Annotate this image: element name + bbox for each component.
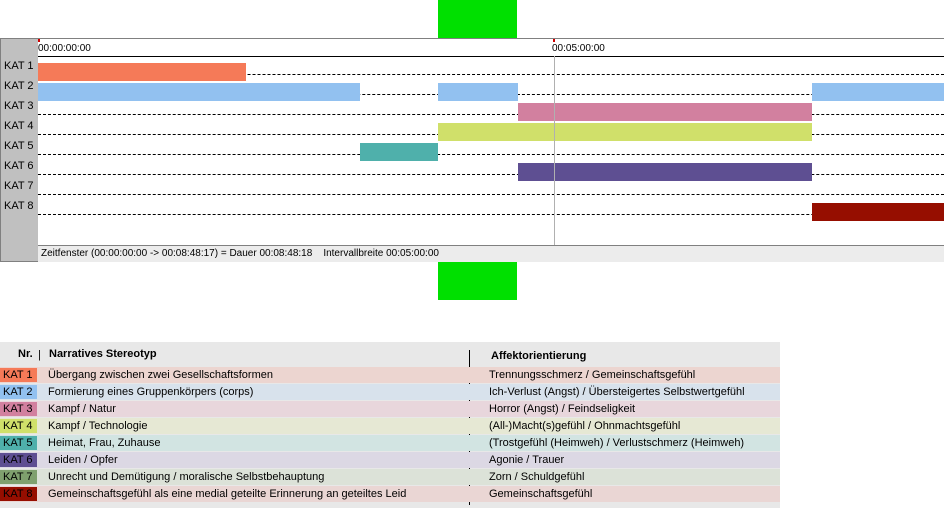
legend-row-background [0, 401, 780, 417]
segment-kat2[interactable] [811, 83, 944, 101]
lane-line-1 [38, 74, 944, 75]
tick-label-start: 00:00:00:00 [38, 43, 91, 54]
segment-kat2[interactable] [438, 83, 519, 101]
segment-kat8[interactable] [811, 203, 944, 221]
affekt-text: Agonie / Trauer [489, 454, 565, 466]
timeline-panel: 00:00:00:00 00:05:00:00 KAT 1 KAT 2 KAT 3 K… [0, 38, 944, 262]
header-nr-divider: | [38, 349, 41, 361]
header-nr: Nr. [18, 348, 33, 360]
lane-label-5: KAT 5 [4, 140, 34, 152]
header-stereotyp: Narratives Stereotyp [49, 348, 157, 360]
zeitfenster-text: Zeitfenster (00:00:00:00 -> 00:08:48:17)… [41, 248, 313, 259]
stereotyp-text: Formierung eines Gruppenkörpers (corps) [48, 386, 254, 398]
kat-swatch: KAT 5 [0, 436, 37, 450]
affekt-text: (Trostgefühl (Heimweh) / Verlustschmerz … [489, 437, 745, 449]
lane-line-6 [38, 174, 944, 175]
green-marker-top [438, 0, 517, 39]
tick-label-5min: 00:05:00:00 [552, 43, 605, 54]
time-cursor-line[interactable] [554, 56, 555, 246]
lane-label-4: KAT 4 [4, 120, 34, 132]
affekt-text: Ich-Verlust (Angst) / Übersteigertes Sel… [489, 386, 745, 398]
header-affekt: Affektorientierung [491, 350, 587, 362]
lane-label-7: KAT 7 [4, 180, 34, 192]
status-bar: Zeitfenster (00:00:00:00 -> 00:08:48:17)… [38, 245, 944, 262]
segment-kat6[interactable] [518, 163, 812, 181]
legend-row-background [0, 367, 780, 383]
segment-kat1[interactable] [38, 63, 247, 81]
segment-kat4[interactable] [438, 123, 812, 141]
stereotyp-text: Kampf / Natur [48, 403, 116, 415]
stereotyp-text: Leiden / Opfer [48, 454, 118, 466]
affekt-text: (All-)Macht(s)gefühl / Ohnmachtsgefühl [489, 420, 681, 432]
lane-line-8 [38, 214, 944, 215]
lane-label-6: KAT 6 [4, 160, 34, 172]
lane-label-2: KAT 2 [4, 80, 34, 92]
legend-row-background [0, 469, 780, 485]
lane-line-7 [38, 194, 944, 195]
legend-row: KAT 5 Heimat, Frau, Zuhause (Trostgefühl (… [0, 435, 780, 451]
kat-swatch: KAT 8 [0, 487, 37, 501]
stereotyp-text: Gemeinschaftsgefühl als eine medial gete… [48, 488, 407, 500]
kat-swatch: KAT 2 [0, 385, 37, 399]
legend-row: KAT 2 Formierung eines Gruppenkörpers (co… [0, 384, 780, 400]
affekt-text: Horror (Angst) / Feindseligkeit [489, 403, 636, 415]
legend-row-background [0, 452, 780, 468]
legend-row-background [0, 435, 780, 451]
segment-kat5[interactable] [359, 143, 439, 161]
lane-label-1: KAT 1 [4, 60, 34, 72]
segment-kat3[interactable] [518, 103, 812, 121]
lane-label-3: KAT 3 [4, 100, 34, 112]
affekt-text: Trennungsschmerz / Gemeinschaftsgefühl [489, 369, 696, 381]
lane-label-8: KAT 8 [4, 200, 34, 212]
tick-mark-start [38, 39, 40, 42]
segment-kat2[interactable] [38, 83, 360, 101]
legend-table: Nr. | Narratives Stereotyp Affektorienti… [0, 342, 780, 508]
kat-swatch: KAT 1 [0, 368, 37, 382]
legend-row: KAT 4 Kampf / Technologie (All-)Macht(s)ge… [0, 418, 780, 434]
time-ruler[interactable]: 00:00:00:00 00:05:00:00 [38, 39, 944, 57]
legend-row: KAT 7 Unrecht und Demütigung / moralische… [0, 469, 780, 485]
kat-swatch: KAT 7 [0, 470, 37, 484]
legend-row-background [0, 384, 780, 400]
kat-swatch: KAT 3 [0, 402, 37, 416]
stereotyp-text: Übergang zwischen zwei Gesellschaftsform… [48, 369, 273, 381]
legend-row-background [0, 418, 780, 434]
legend-row: KAT 6 Leiden / Opfer Agonie / Trauer [0, 452, 780, 468]
legend-row: KAT 3 Kampf / Natur Horror (Angst) / Feind… [0, 401, 780, 417]
kat-swatch: KAT 4 [0, 419, 37, 433]
lane-line-5 [38, 154, 944, 155]
legend-row-background [0, 486, 780, 502]
stereotyp-text: Unrecht und Demütigung / moralische Selb… [48, 471, 325, 483]
kat-swatch: KAT 6 [0, 453, 37, 467]
stereotyp-text: Heimat, Frau, Zuhause [48, 437, 161, 449]
stereotyp-text: Kampf / Technologie [48, 420, 148, 432]
intervallbreite-text: Intervallbreite 00:05:00:00 [323, 248, 439, 259]
affekt-text: Zorn / Schuldgefühl [489, 471, 585, 483]
tick-mark-5min [553, 39, 555, 42]
green-marker-bottom [438, 262, 517, 300]
lane-line-3 [38, 114, 944, 115]
legend-row: KAT 8 Gemeinschaftsgefühl als eine medial… [0, 486, 780, 502]
legend-row: KAT 1 Übergang zwischen zwei Gesellschaft… [0, 367, 780, 383]
affekt-text: Gemeinschaftsgefühl [489, 488, 593, 500]
